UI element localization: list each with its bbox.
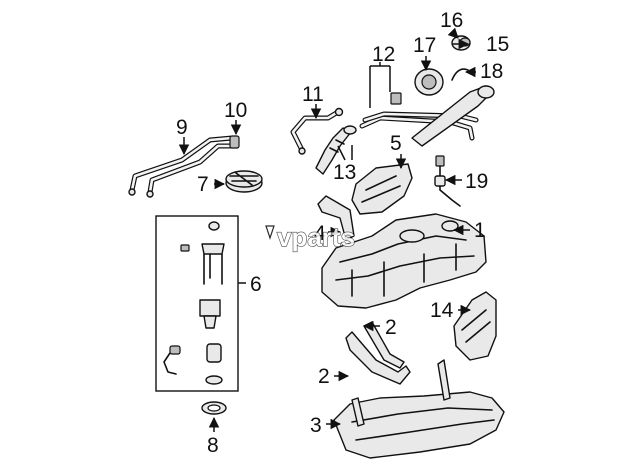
callout-2-lower: 2 bbox=[318, 365, 330, 388]
callout-5: 5 bbox=[390, 132, 402, 155]
seal-ring-part-8 bbox=[201, 401, 227, 415]
heat-shield-part-5 bbox=[351, 163, 413, 215]
callout-4: 4 bbox=[314, 222, 326, 245]
watermark-text: vparts bbox=[277, 222, 355, 252]
watermark-logo-mark bbox=[265, 225, 275, 240]
bracket-part-4 bbox=[317, 195, 355, 241]
leader-lines bbox=[178, 27, 476, 432]
sender-wire-part-19 bbox=[434, 155, 461, 207]
callout-8: 8 bbox=[207, 434, 219, 457]
pump-assembly-box-part-6 bbox=[155, 215, 239, 392]
filler-hose-part-13 bbox=[315, 125, 357, 175]
skid-plate-part-3 bbox=[333, 359, 505, 459]
callout-7: 7 bbox=[197, 173, 209, 196]
callout-2-upper: 2 bbox=[385, 316, 397, 339]
hose-part-11 bbox=[290, 107, 344, 155]
callout-17: 17 bbox=[413, 34, 436, 57]
callout-18: 18 bbox=[480, 60, 503, 83]
straps-part-2 bbox=[345, 321, 411, 385]
callout-14: 14 bbox=[430, 299, 454, 322]
callout-19: 19 bbox=[465, 170, 488, 193]
callout-12: 12 bbox=[372, 43, 395, 66]
vparts-watermark: vparts bbox=[265, 221, 356, 253]
callout-3: 3 bbox=[310, 414, 322, 437]
callout-6: 6 bbox=[250, 273, 262, 296]
vapor-tubes-part-12 bbox=[359, 85, 495, 147]
fuel-lines-part-9 bbox=[128, 135, 239, 198]
callout-1: 1 bbox=[474, 219, 486, 242]
callout-10: 10 bbox=[224, 99, 247, 122]
callout-15: 15 bbox=[486, 33, 509, 56]
protector-part-14 bbox=[453, 291, 497, 361]
callout-11: 11 bbox=[302, 83, 324, 106]
pump-cover-part-7 bbox=[225, 170, 263, 193]
callout-labels: 1 2 2 3 4 5 6 7 8 9 10 11 12 13 14 15 16… bbox=[176, 9, 509, 457]
callout-16: 16 bbox=[440, 9, 463, 32]
callout-13: 13 bbox=[333, 161, 356, 184]
clip-part-10 bbox=[229, 135, 240, 149]
callout-9: 9 bbox=[176, 116, 188, 139]
